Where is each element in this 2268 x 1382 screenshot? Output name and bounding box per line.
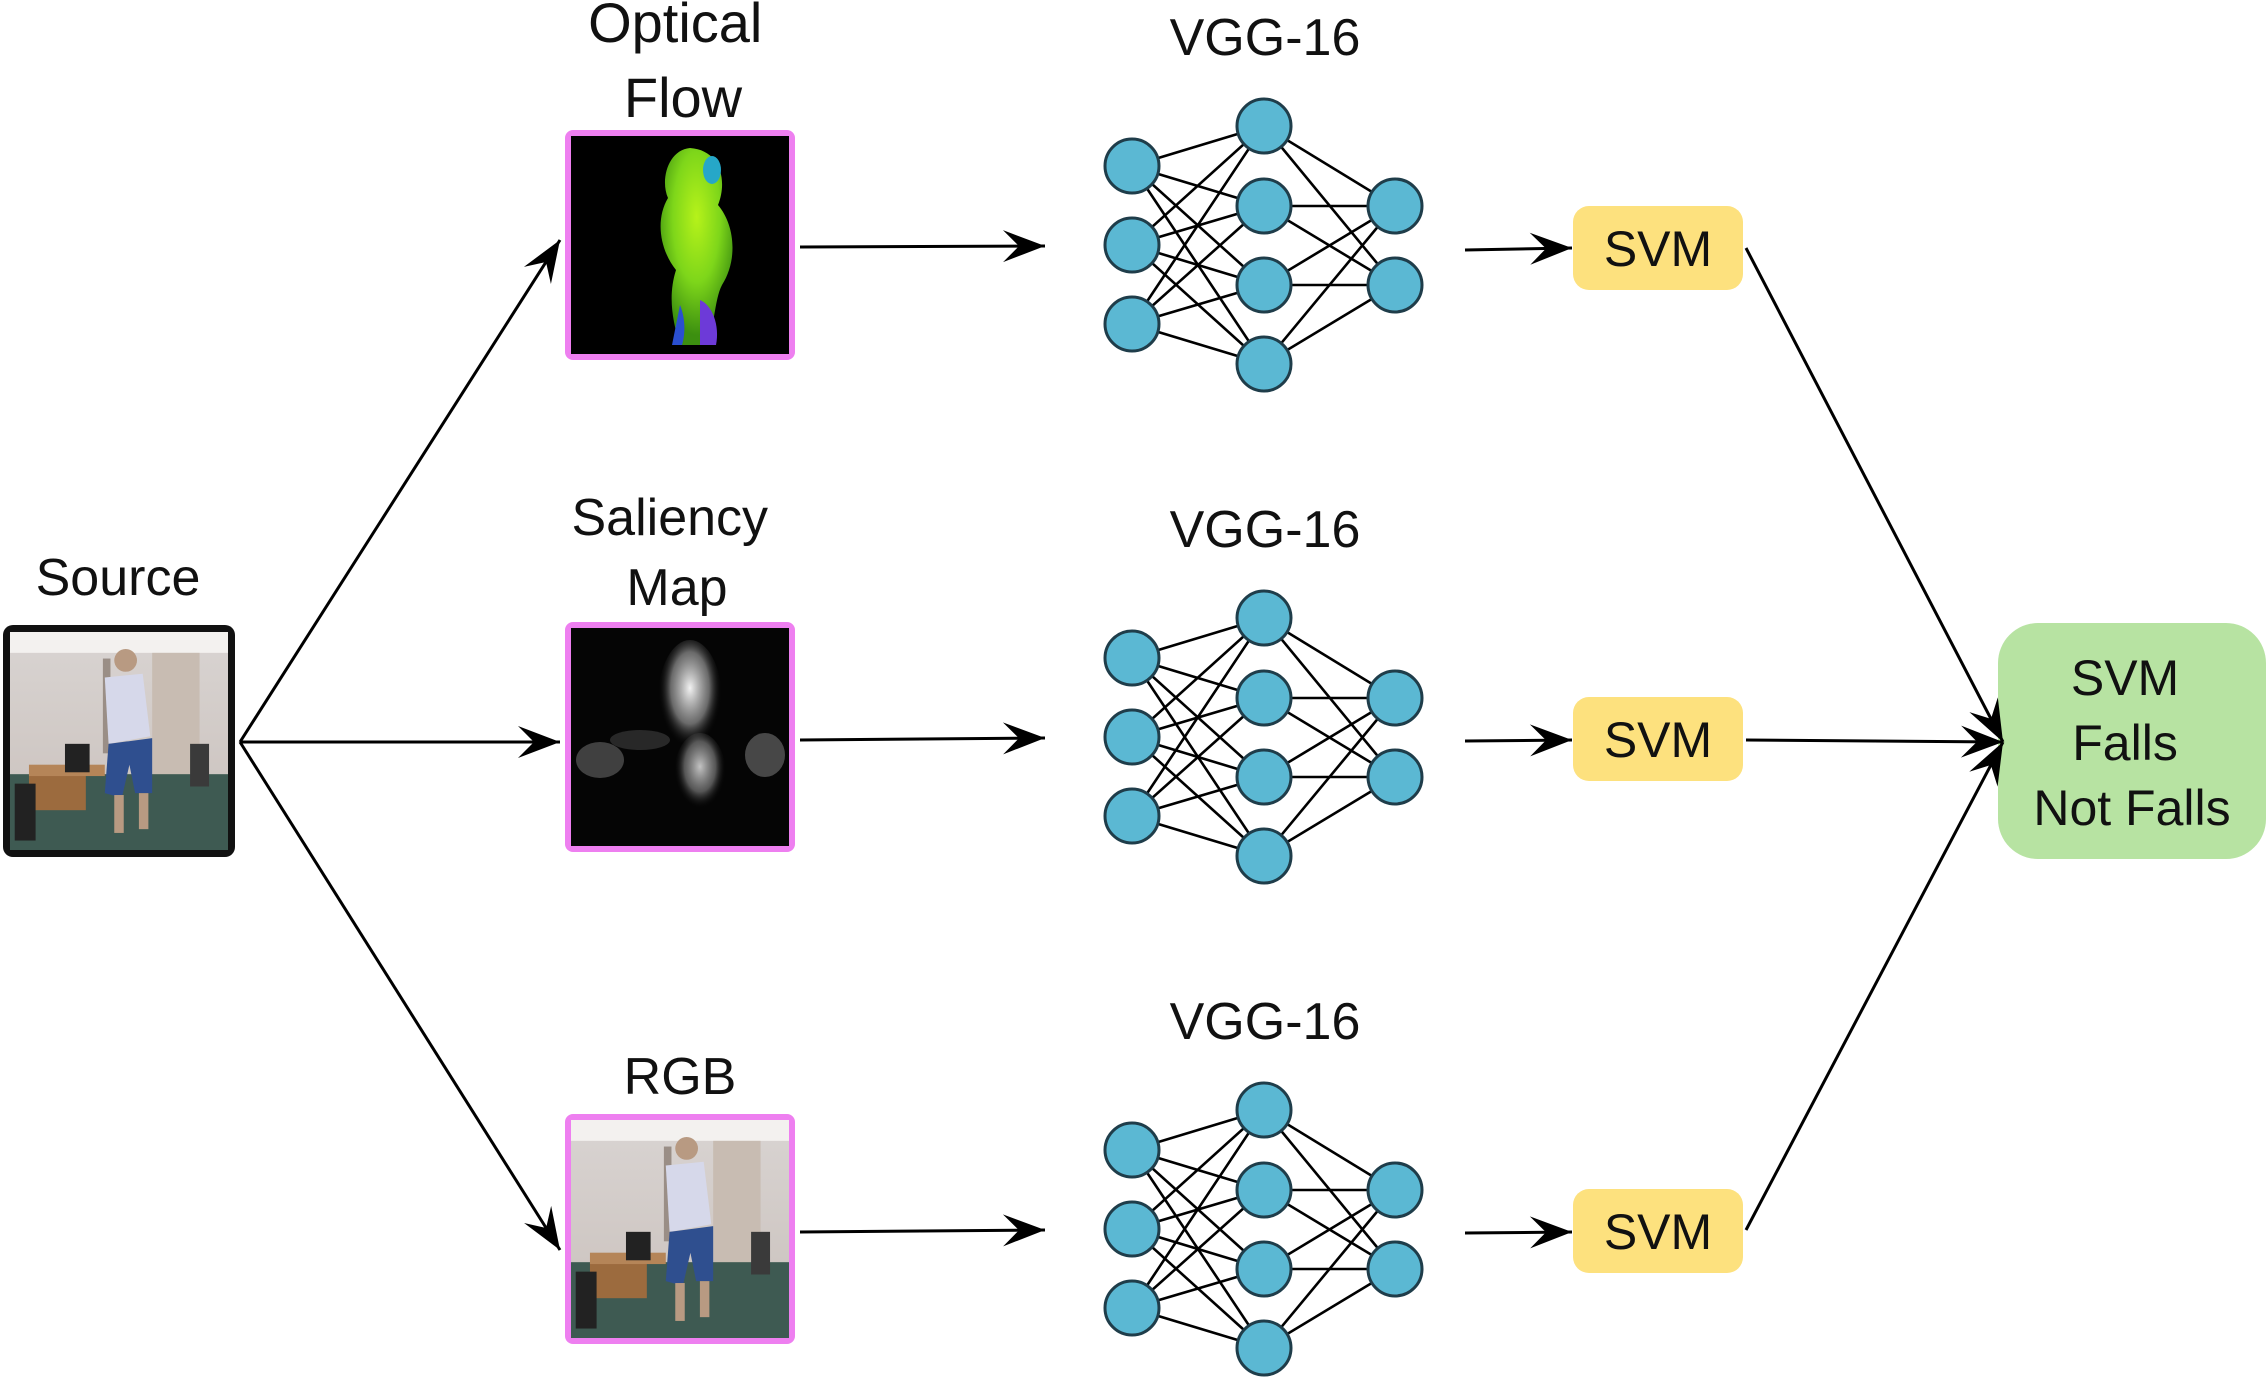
svm-box-middle: SVM	[1573, 697, 1743, 781]
vgg16-label-bottom: VGG-16	[1170, 993, 1361, 1051]
arrow-vgg16-to-svm-bottom	[1464, 1216, 1573, 1249]
neuron-layer-1	[1103, 1279, 1161, 1337]
arrowhead	[1002, 230, 1045, 263]
network-connections	[1130, 1108, 1397, 1350]
arrow-vgg16-to-svm-top	[1464, 232, 1573, 265]
network-edge	[1131, 1109, 1265, 1230]
svm-box-bottom: SVM	[1573, 1189, 1743, 1273]
arrow-svm-bottom-to-output	[1744, 741, 2005, 1231]
neuron-layer-2	[1235, 177, 1293, 235]
neuron-layer-1	[1103, 708, 1161, 766]
network-edge	[1131, 1189, 1265, 1309]
neuron-layer-1	[1103, 137, 1161, 195]
neuron-layer-2	[1235, 827, 1293, 885]
arrow-source-to-optical-flow	[238, 239, 562, 743]
arrowhead	[1529, 232, 1572, 265]
vgg16-network-middle	[1103, 589, 1424, 885]
svm-box-top: SVM	[1573, 206, 1743, 290]
neuron-layer-1	[1103, 1200, 1161, 1258]
neuron-layer-2	[1235, 669, 1293, 727]
neuron-layer-2	[1235, 1319, 1293, 1377]
vgg16-label-middle: VGG-16	[1170, 501, 1361, 559]
neuron-layer-3	[1366, 256, 1424, 314]
arrowhead	[518, 726, 560, 758]
arrow-saliency-to-vgg16	[799, 722, 1046, 755]
network-edge	[1131, 205, 1265, 325]
network-edge	[1130, 1109, 1266, 1309]
neuron-layer-1	[1103, 629, 1161, 687]
neuron-layer-3	[1366, 669, 1424, 727]
vgg16-network-top	[1103, 97, 1424, 393]
network-edge	[1262, 1189, 1397, 1349]
network-edge	[1131, 617, 1265, 738]
rgb-label: RGB	[624, 1048, 737, 1106]
arrowhead	[1960, 725, 2003, 758]
neuron-layer-2	[1235, 748, 1293, 806]
network-connections	[1130, 124, 1397, 366]
network-edge	[1130, 617, 1266, 817]
network-edge	[1131, 697, 1265, 817]
neuron-layer-2	[1235, 1081, 1293, 1139]
saliency-map-image	[565, 622, 795, 852]
svm-label-top: SVM	[1604, 221, 1712, 277]
neuron-layer-1	[1103, 216, 1161, 274]
source-label: Source	[36, 549, 201, 607]
output-box: SVM Falls Not Falls	[1998, 623, 2266, 859]
arrowhead	[524, 1205, 560, 1250]
network-edge	[1262, 697, 1397, 857]
network-edge	[1131, 125, 1265, 246]
neuron-layer-3	[1366, 1161, 1424, 1219]
neuron-layer-2	[1235, 335, 1293, 393]
arrowhead	[1529, 1216, 1572, 1249]
arrow-svm-middle-to-output	[1745, 725, 2004, 758]
optical-flow-image	[565, 130, 795, 360]
arrowhead	[523, 240, 560, 285]
vgg16-network-bottom	[1103, 1081, 1424, 1377]
neuron-layer-3	[1366, 177, 1424, 235]
neuron-layer-2	[1235, 589, 1293, 647]
arrowhead	[1002, 722, 1045, 755]
arrow-vgg16-to-svm-middle	[1464, 724, 1573, 757]
arrow-optical-flow-to-vgg16	[799, 230, 1046, 263]
arrow-source-to-saliency	[240, 726, 560, 758]
arrowhead	[1002, 1214, 1045, 1247]
vgg16-label-top: VGG-16	[1170, 9, 1361, 67]
arrowhead	[1969, 742, 2003, 787]
svm-label-bottom: SVM	[1604, 1204, 1712, 1260]
neuron-layer-3	[1366, 1240, 1424, 1298]
arrow-svm-top-to-output	[1744, 247, 2005, 743]
rgb-image	[565, 1114, 795, 1344]
arrow-rgb-to-vgg16	[799, 1214, 1046, 1247]
arrowhead	[1969, 697, 2003, 742]
neuron-layer-1	[1103, 1121, 1161, 1179]
neuron-layer-1	[1103, 787, 1161, 845]
svm-label-middle: SVM	[1604, 712, 1712, 768]
network-edge	[1262, 205, 1397, 365]
neuron-layer-2	[1235, 97, 1293, 155]
output-label: SVM Falls Not Falls	[2033, 650, 2230, 836]
optical-flow-label: Optical Flow	[588, 0, 778, 129]
network-connections	[1130, 616, 1397, 858]
network-edge	[1130, 125, 1266, 325]
source-image	[3, 625, 235, 857]
arrow-source-to-rgb	[238, 741, 562, 1251]
neuron-layer-1	[1103, 295, 1161, 353]
neuron-layer-2	[1235, 1161, 1293, 1219]
arrowhead	[1529, 724, 1572, 757]
connector-arrows	[238, 230, 2005, 1251]
neuron-layer-2	[1235, 1240, 1293, 1298]
neuron-layer-3	[1366, 748, 1424, 806]
saliency-map-label: Saliency Map	[571, 489, 782, 617]
neuron-layer-2	[1235, 256, 1293, 314]
